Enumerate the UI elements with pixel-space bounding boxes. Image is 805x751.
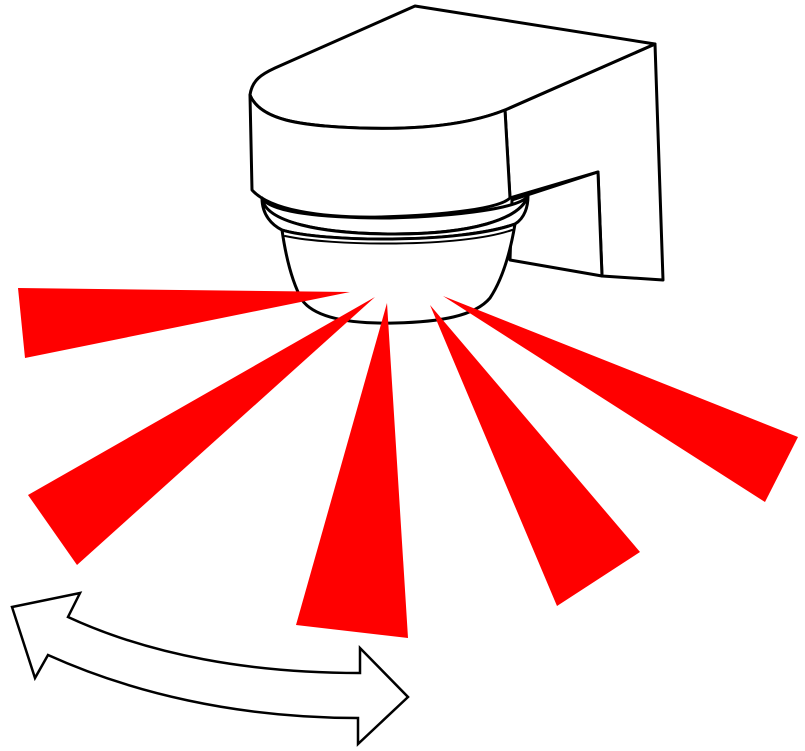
sweep-double-arrow <box>10 591 410 747</box>
sensor-dome <box>280 222 517 325</box>
motion-sensor <box>248 4 665 325</box>
beam-lower-right <box>430 305 640 606</box>
beam-center <box>296 303 408 638</box>
detection-beams <box>18 288 798 638</box>
beam-left <box>18 288 350 358</box>
beam-right <box>443 296 798 502</box>
beam-lower-left <box>28 297 375 565</box>
dome-highlight <box>284 229 513 245</box>
